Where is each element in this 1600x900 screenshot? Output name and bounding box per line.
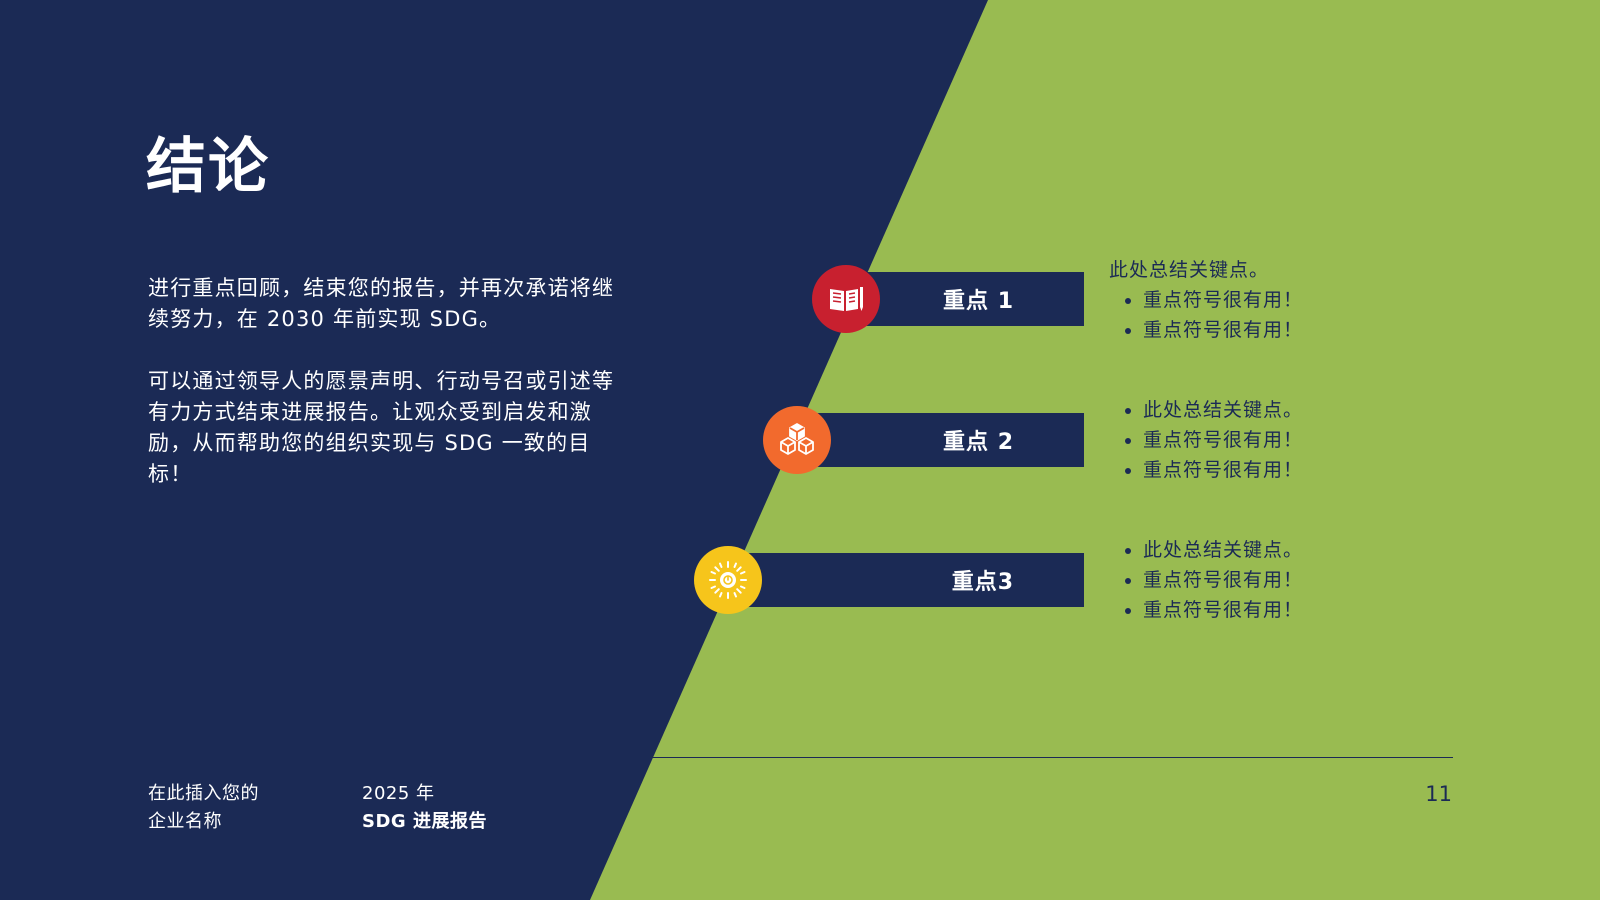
list-item: 重点符号很有用！ xyxy=(1143,315,1303,345)
key-point-bullets-3: 此处总结关键点。 重点符号很有用！ 重点符号很有用！ xyxy=(1109,535,1303,625)
key-point-icon-circle-3 xyxy=(694,546,762,614)
body-paragraph-2: 可以通过领导人的愿景声明、行动号召或引述等有力方式结束进展报告。让观众受到启发和… xyxy=(148,369,615,486)
footer-company-line-1: 在此插入您的 xyxy=(148,783,259,804)
key-point-summary-1: 此处总结关键点。 重点符号很有用！ 重点符号很有用！ xyxy=(1109,255,1303,345)
key-point-label-1: 重点 1 xyxy=(943,289,1014,314)
key-point-bar-3: 重点3 xyxy=(730,553,1084,607)
list-item: 重点符号很有用！ xyxy=(1143,595,1303,625)
list-item: 重点符号很有用！ xyxy=(1143,565,1303,595)
key-point-bullets-1: 重点符号很有用！ 重点符号很有用！ xyxy=(1109,285,1303,345)
sun-icon xyxy=(709,561,747,599)
footer-company-name: 在此插入您的 企业名称 xyxy=(148,780,259,836)
footer-report-name: SDG 进展报告 xyxy=(362,811,487,832)
footer-year: 2025 年 xyxy=(362,783,435,804)
footer-company-line-2: 企业名称 xyxy=(148,811,222,832)
key-point-bar-1: 重点 1 xyxy=(846,272,1084,326)
list-item: 重点符号很有用！ xyxy=(1143,455,1303,485)
key-point-summary-3: 此处总结关键点。 重点符号很有用！ 重点符号很有用！ xyxy=(1109,535,1303,625)
key-point-icon-circle-1 xyxy=(812,265,880,333)
list-item: 此处总结关键点。 xyxy=(1143,535,1303,565)
key-point-label-3: 重点3 xyxy=(951,570,1014,595)
list-item: 重点符号很有用！ xyxy=(1143,285,1303,315)
footer-report-info: 2025 年 SDG 进展报告 xyxy=(362,780,487,836)
key-point-summary-2: 此处总结关键点。 重点符号很有用！ 重点符号很有用！ xyxy=(1109,395,1303,485)
page-title: 结论 xyxy=(146,132,270,202)
key-point-icon-circle-2 xyxy=(763,406,831,474)
body-paragraph-1: 进行重点回顾，结束您的报告，并再次承诺将继续努力，在 2030 年前实现 SDG… xyxy=(148,276,615,331)
key-point-bar-2: 重点 2 xyxy=(798,413,1084,467)
list-item: 此处总结关键点。 xyxy=(1143,395,1303,425)
key-point-intro-1: 此处总结关键点。 xyxy=(1109,259,1270,281)
key-point-bullets-2: 此处总结关键点。 重点符号很有用！ 重点符号很有用！ xyxy=(1109,395,1303,485)
list-item: 重点符号很有用！ xyxy=(1143,425,1303,455)
book-icon xyxy=(830,287,863,311)
footer-divider xyxy=(148,757,1453,758)
page-number: 11 xyxy=(1425,782,1452,806)
key-point-label-2: 重点 2 xyxy=(943,430,1014,455)
navy-diagonal-panel xyxy=(0,0,988,900)
cubes-icon xyxy=(780,423,814,455)
